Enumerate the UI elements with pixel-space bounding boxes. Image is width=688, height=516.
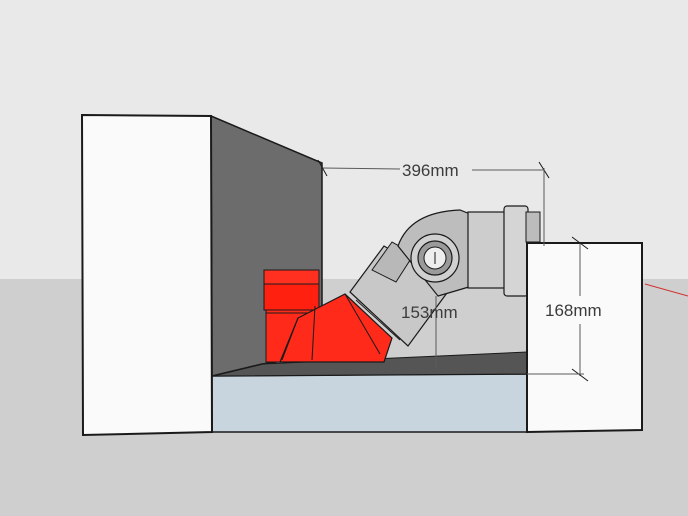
red-pipe-bend bbox=[279, 293, 393, 363]
red-axis bbox=[644, 283, 688, 297]
dimension-label-drop: 153mm bbox=[401, 303, 458, 322]
dimension-width: 396mm bbox=[317, 159, 550, 246]
right-block bbox=[526, 242, 643, 434]
dimension-drop: 153mm bbox=[401, 296, 458, 368]
inspection-port-icon bbox=[410, 233, 460, 283]
dimension-height: 168mm bbox=[527, 236, 602, 382]
dimension-label-height: 168mm bbox=[545, 301, 602, 320]
dimension-label-width: 396mm bbox=[402, 161, 459, 180]
